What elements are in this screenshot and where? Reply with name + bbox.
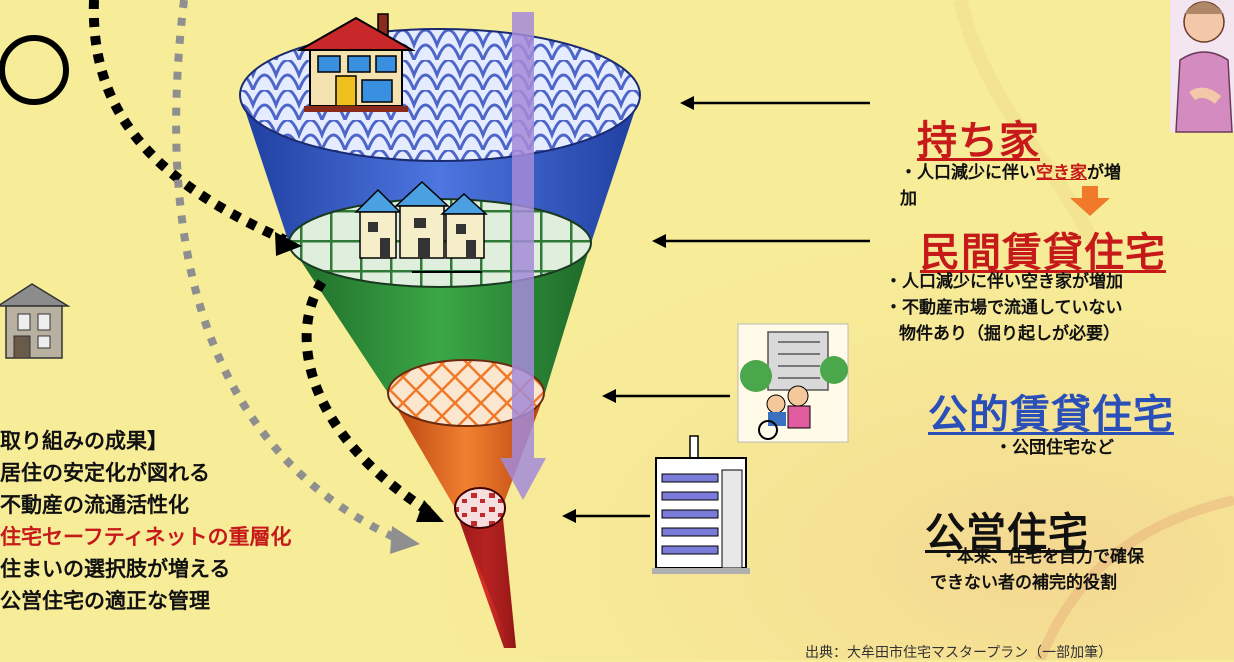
townhouse-icon — [354, 180, 488, 273]
results-heading: 取り組みの成果】 — [0, 429, 168, 453]
note-line: ・本来、住宅を自力で確保 — [940, 547, 1144, 567]
dashed-arrow-to-private-rental — [88, 0, 288, 245]
tier-public-rental-note: ・公団住宅など — [995, 435, 1114, 461]
note-text: ・人口減少に伴い — [900, 163, 1036, 183]
source-citation: 出典：大牟田市住宅マスタープラン（一部加筆） — [805, 645, 1113, 661]
circle-mark — [0, 35, 69, 105]
results-item: 公営住宅の適正な管理 — [0, 589, 210, 613]
apartment-building-icon — [652, 435, 750, 574]
results-item-highlight: 住宅セーフティネットの重層化 — [0, 525, 292, 549]
note-highlight: 空き家 — [1036, 163, 1087, 183]
tier-public-housing-note: ・本来、住宅を自力で確保 できない者の補完的役割 — [930, 544, 1144, 596]
central-down-arrow — [500, 12, 546, 500]
pointer-arrows — [562, 96, 870, 523]
note-line: ・不動産市場で流通していない — [885, 298, 1123, 318]
results-item: 不動産の流通活性化 — [0, 493, 189, 517]
tier-owned-note-line: 加 — [900, 186, 1121, 212]
note-line: 物件あり（掘り起しが必要） — [899, 324, 1120, 344]
house-icon — [296, 13, 416, 112]
note-line: ・公団住宅など — [995, 438, 1114, 458]
tier-public-rental-title: 公的賃貸住宅 — [928, 392, 1174, 438]
layer-public-rental — [387, 359, 545, 427]
results-panel: 取り組みの成果】 居住の安定化が図れる 不動産の流通活性化 住宅セーフティネット… — [0, 425, 291, 617]
tier-private-rental-note: ・人口減少に伴い空き家が増加 ・不動産市場で流通していない 物件あり（掘り起しが… — [885, 269, 1123, 347]
note-line: できない者の補完的役割 — [930, 573, 1117, 593]
note-text: が増 — [1087, 163, 1121, 183]
note-text: 加 — [900, 189, 917, 209]
care-facility-icon — [737, 323, 849, 443]
tier-private-rental-title: 民間賃貸住宅 — [920, 230, 1166, 276]
results-item: 居住の安定化が図れる — [0, 461, 210, 485]
note-line: ・人口減少に伴い空き家が増加 — [885, 272, 1123, 292]
layer-owned-home — [239, 28, 641, 162]
orange-down-arrow — [1070, 186, 1110, 216]
tier-owned-note: ・人口減少に伴い空き家が増 加 — [900, 160, 1121, 212]
results-item: 住まいの選択肢が増える — [0, 557, 231, 581]
gray-dashed-arrow — [172, 0, 402, 544]
layer-public-housing — [454, 487, 506, 529]
dashed-arrow-to-public-housing — [301, 279, 433, 517]
tier-owned-note-line: ・人口減少に伴い空き家が増 — [900, 160, 1121, 186]
person-icon — [1170, 0, 1234, 133]
tier-owned-title: 持ち家 — [917, 118, 1040, 164]
tier-public-housing-title: 公営住宅 — [925, 510, 1089, 556]
old-house-icon — [0, 283, 71, 359]
